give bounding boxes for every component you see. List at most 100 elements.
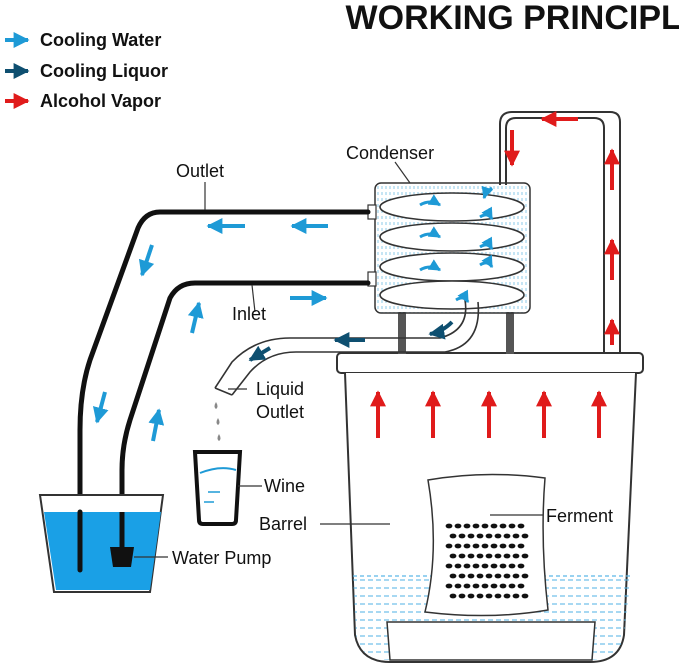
ferment-dot: [472, 543, 480, 549]
ferment-dot: [476, 553, 484, 559]
ferment-dot: [467, 553, 475, 559]
legend-item-alcohol-vapor: Alcohol Vapor: [5, 91, 161, 111]
liquid-outlet-label-line2: Outlet: [256, 402, 304, 422]
ferment-dot: [454, 563, 462, 569]
ferment-dot: [458, 533, 466, 539]
barrel-label: Barrel: [259, 514, 307, 534]
ferment-dot: [517, 523, 525, 529]
ferment-dot: [454, 523, 462, 529]
barrel-base: [386, 621, 596, 661]
ferment-dot: [521, 533, 529, 539]
ferment-dot: [458, 553, 466, 559]
ferment-dot: [463, 523, 471, 529]
wine-glass: [192, 402, 262, 526]
ferment-dot: [476, 573, 484, 579]
inlet-hose: [119, 280, 371, 551]
title: WORKING PRINCIPLE: [346, 0, 679, 37]
ferment-dot: [503, 553, 511, 559]
hoses: [77, 209, 371, 573]
ferment-dot: [458, 573, 466, 579]
ferment-dot: [476, 533, 484, 539]
ferment-dot: [472, 523, 480, 529]
ferment-dot: [449, 533, 457, 539]
legend-item-cooling-water: Cooling Water: [5, 30, 161, 50]
ferment-dot: [449, 573, 457, 579]
ferment-dot: [521, 573, 529, 579]
ferment-dot: [499, 543, 507, 549]
ferment-dot: [445, 563, 453, 569]
ferment-dot: [467, 593, 475, 599]
ferment-dot: [445, 523, 453, 529]
ferment-dot: [512, 553, 520, 559]
ferment-dot: [494, 593, 502, 599]
ferment-dot: [458, 593, 466, 599]
ferment-dot: [467, 533, 475, 539]
ferment-dot: [454, 583, 462, 589]
ferment-dot: [521, 593, 529, 599]
leader-lines: [204, 161, 543, 525]
ferment-dot: [503, 593, 511, 599]
ferment-dot: [449, 593, 457, 599]
ferment-dot: [512, 573, 520, 579]
ferment-dot: [508, 523, 516, 529]
condenser-flow-arrows: [419, 185, 494, 304]
ferment-dot: [508, 543, 516, 549]
ferment-dot: [485, 533, 493, 539]
legend: Cooling Water Cooling Liquor Alcohol Vap…: [5, 30, 168, 111]
barrel: [336, 352, 644, 663]
ferment-dot: [463, 583, 471, 589]
condenser-leg: [506, 312, 514, 354]
ferment-dot: [463, 543, 471, 549]
cooling-water-arrows: [92, 218, 328, 442]
outlet-label: Outlet: [176, 161, 224, 181]
ferment-dot: [481, 563, 489, 569]
ferment-dot: [467, 573, 475, 579]
ferment-label: Ferment: [546, 506, 613, 526]
ferment-dot: [499, 563, 507, 569]
ferment-dot: [445, 543, 453, 549]
ferment-dot: [508, 563, 516, 569]
ferment-dot: [476, 593, 484, 599]
inlet-label: Inlet: [232, 304, 266, 324]
ferment-dot: [490, 583, 498, 589]
ferment-dot: [490, 543, 498, 549]
condenser-label: Condenser: [346, 143, 434, 163]
ferment-dot: [485, 593, 493, 599]
ferment-dot: [463, 563, 471, 569]
outlet-hose: [77, 209, 371, 573]
ferment-dot: [494, 553, 502, 559]
cooling-liquor-arrows: [248, 320, 454, 362]
ferment-dot: [472, 563, 480, 569]
water-pump-label: Water Pump: [172, 548, 271, 568]
ferment-dot: [521, 553, 529, 559]
ferment-dot: [503, 533, 511, 539]
ferment-dot: [490, 523, 498, 529]
ferment-dot: [499, 523, 507, 529]
ferment-dot: [499, 583, 507, 589]
condenser-leg: [398, 312, 406, 354]
ferment-dot: [508, 583, 516, 589]
water-bucket: [38, 494, 168, 593]
ferment-dot: [517, 583, 525, 589]
ferment-dot: [472, 583, 480, 589]
legend-label: Alcohol Vapor: [40, 91, 161, 111]
liquid-outlet-label: Liquid: [256, 379, 304, 399]
ferment-dot: [445, 583, 453, 589]
ferment-dot: [449, 553, 457, 559]
legend-item-cooling-liquor: Cooling Liquor: [5, 61, 168, 81]
ferment-dot: [481, 543, 489, 549]
ferment-dot: [490, 563, 498, 569]
ferment-dot: [512, 593, 520, 599]
ferment-dot: [454, 543, 462, 549]
ferment-dot: [517, 563, 525, 569]
ferment-dot: [485, 573, 493, 579]
water-pump: [110, 547, 134, 567]
ferment-dot: [503, 573, 511, 579]
ferment-bag: [424, 473, 549, 617]
ferment-dot: [517, 543, 525, 549]
ferment-dot: [481, 523, 489, 529]
legend-label: Cooling Liquor: [40, 61, 168, 81]
legend-label: Cooling Water: [40, 30, 161, 50]
